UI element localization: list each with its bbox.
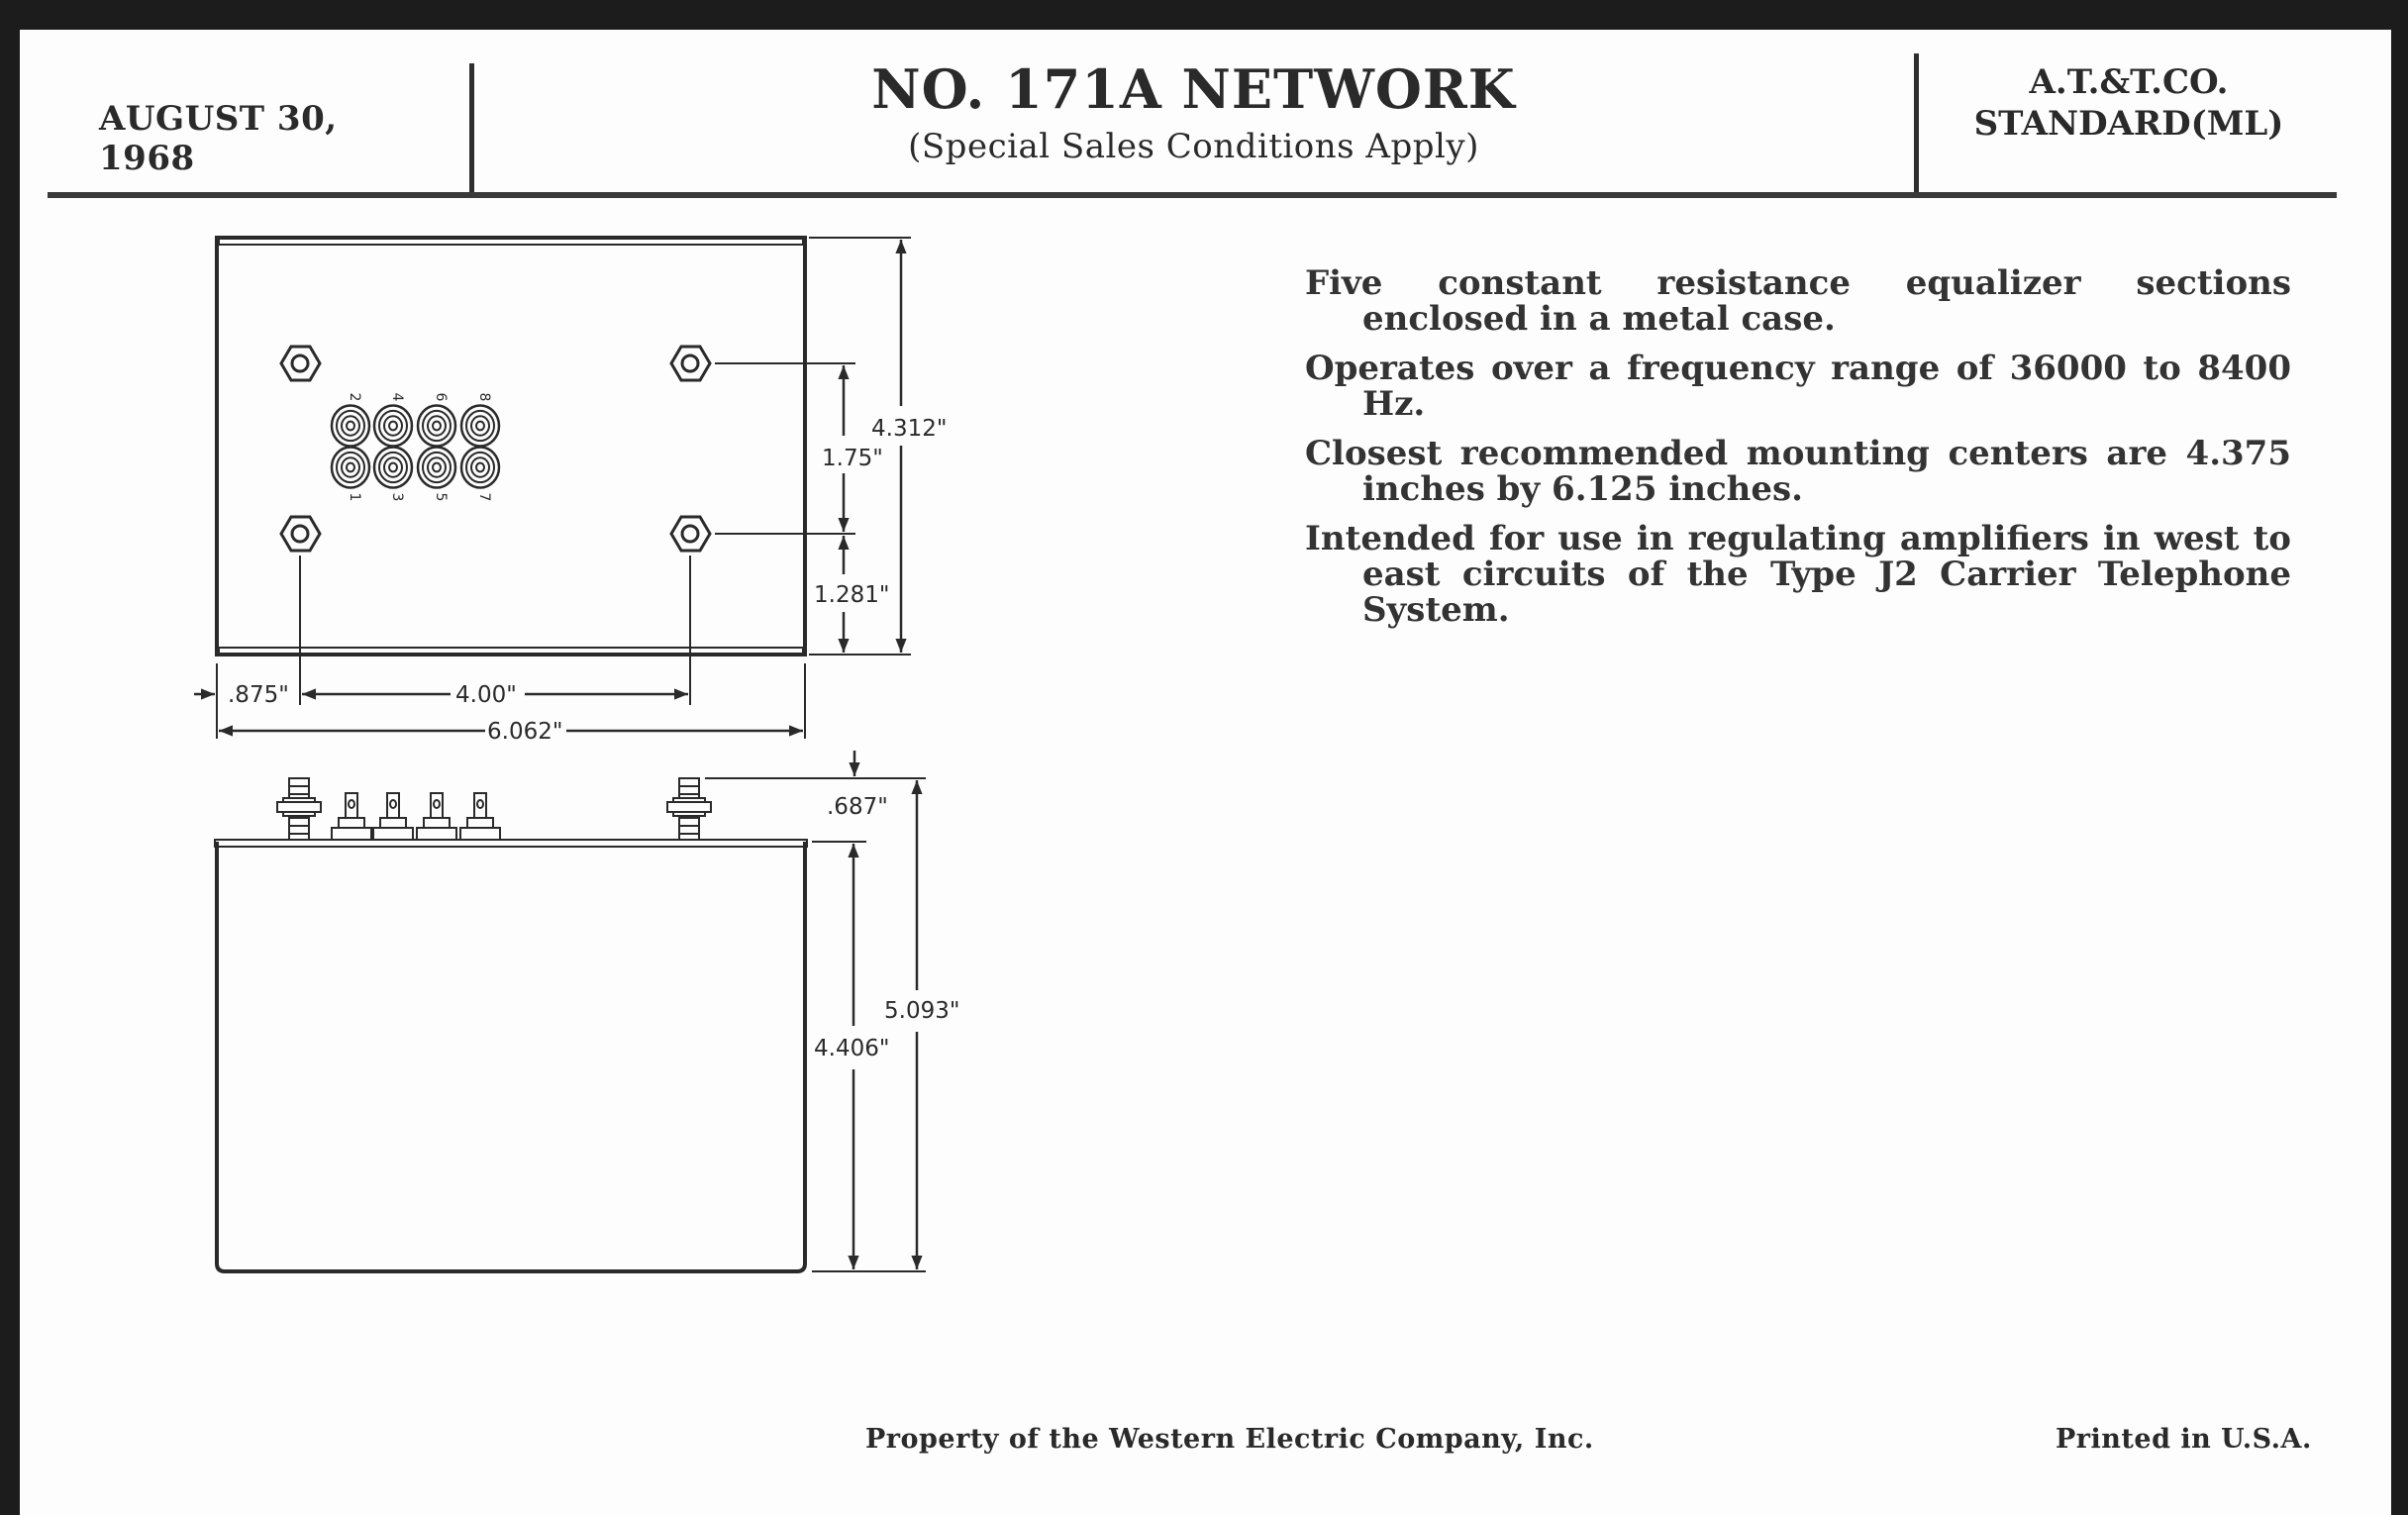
terminal-jack-icon bbox=[459, 446, 501, 489]
hex-nut-icon bbox=[279, 515, 322, 553]
solder-lug-icon bbox=[331, 792, 372, 841]
header-rule bbox=[48, 192, 2337, 198]
document-title: NO. 171A NETWORK bbox=[871, 57, 1516, 121]
terminal-jack-icon bbox=[416, 404, 457, 448]
hex-nut-icon bbox=[279, 345, 322, 382]
solder-lug-icon bbox=[459, 792, 501, 841]
terminal-jack-icon bbox=[459, 404, 501, 448]
standard-company: A.T.&T.CO. bbox=[2029, 62, 2229, 102]
terminal-number-label: 2 bbox=[347, 393, 362, 402]
terminal-jack-icon bbox=[330, 404, 371, 448]
side-view-cover bbox=[214, 839, 808, 848]
terminal-jack-icon bbox=[372, 446, 414, 489]
dim-label-case-height: 4.406" bbox=[814, 1036, 889, 1061]
threaded-stud-icon bbox=[666, 777, 712, 841]
standard-block: A.T.&T.CO. STANDARD(ML) bbox=[1921, 61, 2337, 145]
dim-label-overall-width: 6.062" bbox=[487, 719, 562, 745]
terminal-number-label: 1 bbox=[347, 493, 362, 502]
side-view-case-outline bbox=[215, 842, 807, 1273]
top-view-flange-top bbox=[218, 237, 804, 246]
document-sheet bbox=[20, 30, 2391, 1515]
threaded-stud-icon bbox=[276, 777, 322, 841]
terminal-number-label: 8 bbox=[476, 393, 492, 402]
terminal-number-label: 4 bbox=[389, 393, 405, 402]
standard-designation: STANDARD(ML) bbox=[1973, 104, 2284, 144]
solder-lug-icon bbox=[416, 792, 457, 841]
description-paragraph: Five constant resistance equalizer secti… bbox=[1305, 263, 2291, 339]
dim-label-overall-height: 4.312" bbox=[871, 416, 947, 442]
document-subtitle: (Special Sales Conditions Apply) bbox=[908, 127, 1479, 166]
dim-label-left-to-mount: .875" bbox=[228, 682, 289, 708]
dim-label-mount-vertical: 1.75" bbox=[822, 446, 883, 471]
dim-label-overall-height-side: 5.093" bbox=[884, 998, 959, 1024]
dim-label-stud-height: .687" bbox=[827, 794, 888, 820]
footer-printed-notice: Printed in U.S.A. bbox=[2056, 1424, 2312, 1455]
terminal-jack-icon bbox=[416, 446, 457, 489]
description-paragraph: Operates over a frequency range of 36000… bbox=[1305, 349, 2291, 424]
top-view: 2 1 4 3 6 5 8 7 bbox=[194, 236, 911, 739]
top-view-flange-bottom bbox=[218, 647, 804, 656]
top-view-case-outline bbox=[215, 236, 807, 656]
hex-nut-icon bbox=[669, 515, 712, 553]
header-divider-left bbox=[469, 63, 474, 192]
hex-nut-icon bbox=[669, 345, 712, 382]
terminal-number-label: 6 bbox=[433, 393, 449, 402]
title-block: NO. 171A NETWORK (Special Sales Conditio… bbox=[473, 57, 1914, 166]
description-paragraph: Intended for use in regulating amplifier… bbox=[1305, 519, 2291, 630]
issue-date: AUGUST 30, 1968 bbox=[99, 99, 338, 178]
solder-lug-icon bbox=[372, 792, 414, 841]
terminal-jack-icon bbox=[372, 404, 414, 448]
dim-label-mount-horizontal: 4.00" bbox=[455, 682, 517, 708]
terminal-number-label: 5 bbox=[433, 493, 449, 502]
terminal-number-label: 7 bbox=[476, 493, 492, 502]
header-divider-right bbox=[1914, 53, 1919, 192]
terminal-jack-icon bbox=[330, 446, 371, 489]
dim-label-bottom-to-mount: 1.281" bbox=[814, 582, 889, 608]
footer-property-notice: Property of the Western Electric Company… bbox=[865, 1424, 1594, 1455]
description-paragraph: Closest recommended mounting centers are… bbox=[1305, 434, 2291, 509]
description: Five constant resistance equalizer secti… bbox=[1305, 265, 2291, 642]
side-view bbox=[214, 751, 926, 1273]
terminal-number-label: 3 bbox=[389, 493, 405, 502]
